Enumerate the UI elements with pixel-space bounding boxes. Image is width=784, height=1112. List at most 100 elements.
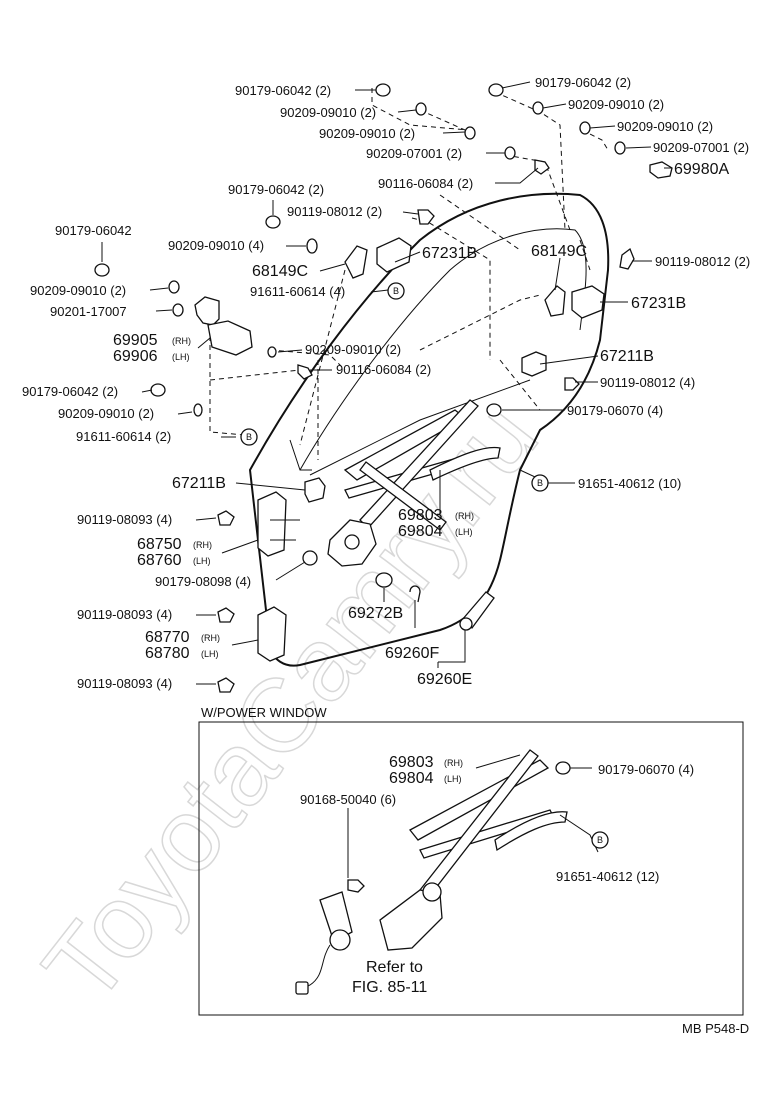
hardware-parts [94, 83, 673, 893]
part-label: 69804 [389, 770, 434, 787]
part-label: 90209-09010 (2) [30, 283, 126, 298]
side-tag: (LH) [455, 527, 473, 537]
part-label: 90168-50040 (6) [300, 792, 396, 807]
part-label: 90209-09010 (2) [568, 97, 664, 112]
part-label: 91651-40612 (10) [578, 476, 681, 491]
b-callout-label: B [393, 286, 399, 296]
nut-icon [488, 83, 504, 97]
part-label: 67231B [631, 295, 686, 312]
power-window-box [198, 721, 744, 1016]
bolt-icon [564, 377, 580, 391]
check-bracket-icon [344, 245, 368, 279]
part-label: 67231B [422, 245, 477, 262]
part-label: 90209-09010 (2) [305, 342, 401, 357]
part-label: 68760 [137, 552, 182, 569]
part-label: 69260E [417, 671, 472, 688]
part-label: 69905 [113, 332, 158, 349]
part-label: 67211B [600, 348, 654, 365]
door-hinge-icon [257, 606, 287, 662]
part-label: 90119-08012 (2) [287, 204, 382, 219]
washer-icon [168, 280, 180, 294]
part-label: 90201-17007 [50, 304, 127, 319]
washer-icon [415, 102, 427, 116]
bolt-icon [347, 879, 365, 893]
side-tag: (RH) [444, 758, 463, 768]
b-callouts: B B B B [240, 282, 609, 849]
side-tag: (LH) [201, 649, 219, 659]
bolt-icon [619, 247, 635, 270]
nut-icon [94, 263, 110, 277]
washer-icon [504, 146, 516, 160]
refer-note-line2: FIG. 85-11 [352, 979, 427, 996]
window-regulator-icon [429, 446, 501, 481]
part-label: 90119-08012 (2) [655, 254, 750, 269]
part-label: 90209-09010 (2) [58, 406, 154, 421]
part-label: 91611-60614 (4) [250, 284, 345, 299]
side-tags: (RH) (LH) (RH) (LH) (RH) (LH) (RH) (LH) … [172, 336, 474, 784]
part-label: 68750 [137, 536, 182, 553]
nut-icon [375, 83, 391, 97]
bolt-icon [417, 209, 435, 225]
washer-icon [193, 403, 203, 417]
watermark-text: ToyotaCamry.ru [22, 380, 561, 1024]
washer-icon [267, 346, 277, 358]
part-label: 90209-09010 (4) [168, 238, 264, 253]
side-tag: (LH) [444, 774, 462, 784]
part-label: 68149C [531, 243, 587, 260]
b-callout-label: B [537, 478, 543, 488]
figure-code: MB P548-D [682, 1021, 749, 1036]
motor-connector-icon [295, 981, 309, 995]
bolt-icon [217, 510, 235, 526]
part-label: 68770 [145, 629, 190, 646]
part-label: 67211B [172, 475, 226, 492]
part-label: 68780 [145, 645, 190, 662]
power-regulator-icon [494, 811, 568, 852]
part-label: 69803 [389, 754, 434, 771]
bolt-icon [217, 677, 235, 693]
part-label: 90209-09010 (2) [617, 119, 713, 134]
part-label: 90179-08098 (4) [155, 574, 251, 589]
washer-icon [172, 303, 184, 317]
side-tag: (RH) [201, 633, 220, 643]
part-label: 69906 [113, 348, 158, 365]
power-regulator-gear-icon [379, 889, 443, 951]
nut-icon [555, 761, 571, 775]
clip-icon [409, 585, 421, 603]
bolt-icon [297, 364, 313, 380]
bolt-icon [534, 159, 550, 175]
part-label: 90209-07001 (2) [653, 140, 749, 155]
washer-icon [464, 126, 476, 140]
bushing-icon [375, 572, 393, 588]
part-label: 90179-06070 (4) [598, 762, 694, 777]
lock-bracket-icon [207, 320, 253, 356]
hinge-bracket-icon [571, 285, 605, 319]
part-label: 90116-06084 (2) [378, 176, 473, 191]
part-label: 90119-08093 (4) [77, 607, 172, 622]
part-label: 69803 [398, 507, 443, 524]
part-label: 90179-06042 (2) [535, 75, 631, 90]
part-label: 90179-06042 (2) [235, 83, 331, 98]
part-label: 90209-07001 (2) [366, 146, 462, 161]
refer-note-line1: Refer to [366, 959, 423, 976]
part-label: 91651-40612 (12) [556, 869, 659, 884]
washer-icon [532, 101, 544, 115]
side-tag: (RH) [455, 511, 474, 521]
b-callout-label: B [597, 835, 603, 845]
part-label: 90179-06042 [55, 223, 132, 238]
washer-icon [614, 141, 626, 155]
b-callout-label: B [246, 432, 252, 442]
nut-icon [302, 550, 318, 566]
clip-icon [649, 161, 673, 179]
part-labels: 90179-06042 (2) 90209-09010 (2) 90209-09… [22, 75, 750, 884]
part-label: 90119-08012 (4) [600, 375, 695, 390]
side-tag: (RH) [172, 336, 191, 346]
cushion-icon [304, 477, 326, 503]
part-label: 90116-06084 (2) [336, 362, 431, 377]
nut-icon [150, 383, 166, 397]
side-tag: (LH) [172, 352, 190, 362]
check-bracket-icon [544, 285, 566, 317]
window-regulator-icon [359, 461, 447, 531]
nut-icon [265, 215, 281, 229]
side-tag: (RH) [193, 540, 212, 550]
